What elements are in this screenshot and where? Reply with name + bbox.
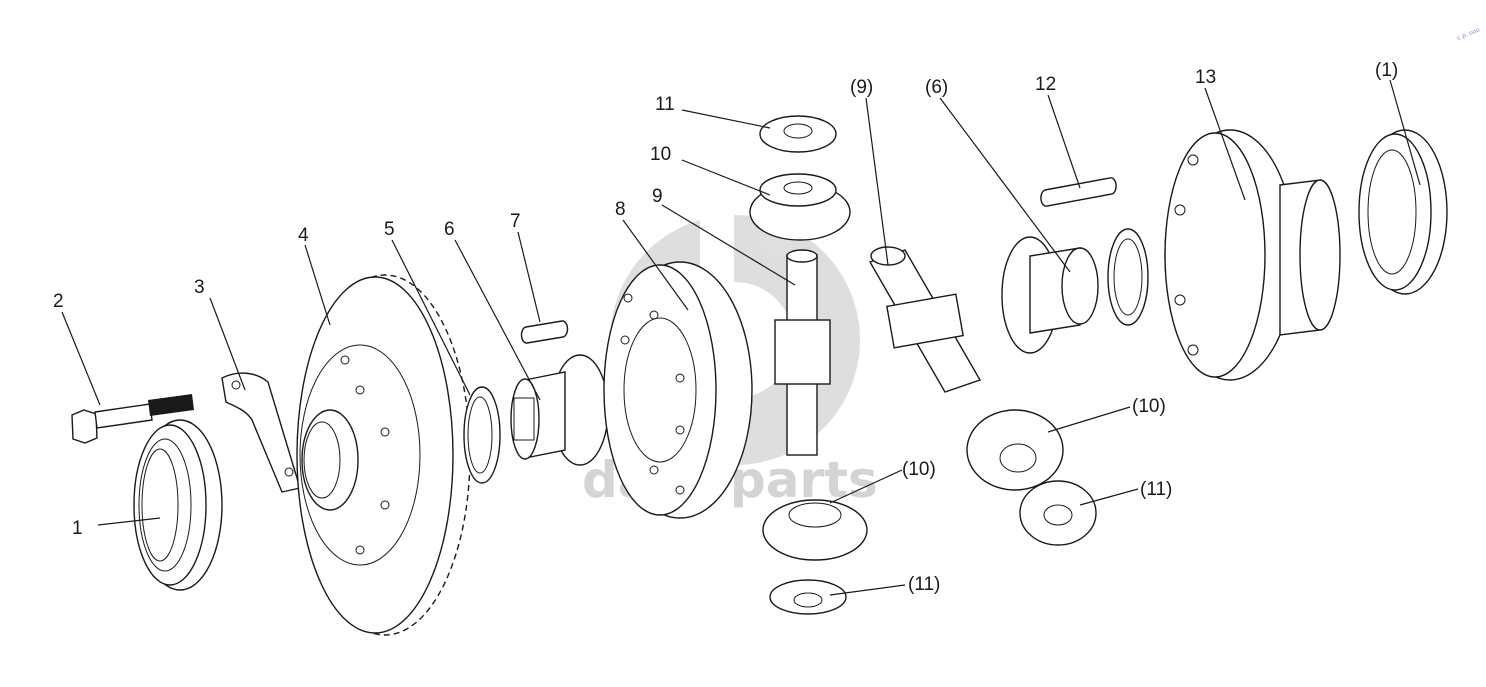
part-bearing-right [1358, 129, 1448, 295]
part-thrust-washer-top [759, 115, 837, 153]
callout-5: 5 [384, 219, 395, 240]
part-thrust-washer-bottom [769, 579, 847, 615]
callout-10: 10 [650, 144, 671, 165]
part-cross-shaft [774, 249, 831, 456]
callout-4: 4 [298, 225, 309, 246]
callout-2: 2 [53, 291, 64, 312]
leader-lines [61, 79, 1421, 596]
callout-11-paren-right: (11) [1140, 479, 1172, 500]
part-pinion-gear-right [966, 409, 1064, 491]
part-pinion-gear-bottom [762, 499, 868, 561]
callout-12: 12 [1035, 74, 1056, 95]
callout-11: 11 [655, 94, 675, 115]
callout-13: 13 [1195, 67, 1216, 88]
callout-6-paren: (6) [925, 77, 948, 98]
corner-mark: c.p. ooo [1456, 26, 1481, 42]
callout-8: 8 [615, 199, 626, 220]
part-lock-plate [221, 372, 301, 493]
callout-9: 9 [652, 186, 663, 207]
part-washer-right [1107, 228, 1149, 326]
part-cross-shaft-2 [868, 246, 982, 393]
part-pinion-gear-top [749, 173, 851, 241]
callout-1-paren: (1) [1375, 60, 1398, 81]
callout-6: 6 [444, 219, 455, 240]
callout-1: 1 [72, 518, 83, 539]
part-washer-5 [463, 386, 501, 484]
part-diff-housing [603, 261, 753, 519]
part-crown-wheel [296, 274, 471, 636]
callout-7: 7 [510, 211, 521, 232]
part-side-gear-right [1001, 236, 1099, 354]
callout-11-paren-bottom: (11) [908, 574, 940, 595]
callout-10-paren-bottom: (10) [902, 459, 936, 480]
part-pin-7 [520, 320, 569, 344]
part-bolt [71, 394, 194, 444]
part-side-gear-left [510, 354, 609, 466]
callout-10-paren-right: (10) [1132, 396, 1166, 417]
callout-9-paren: (9) [850, 77, 873, 98]
part-thrust-washer-right [1019, 480, 1097, 546]
part-housing-cover [1164, 129, 1341, 381]
part-bearing-left [133, 419, 223, 591]
callout-3: 3 [194, 277, 205, 298]
part-pin-12 [1040, 177, 1117, 207]
callout-labels: 1 2 3 4 5 6 7 8 9 10 11 (9) (6) 12 13 (1… [53, 60, 1398, 595]
